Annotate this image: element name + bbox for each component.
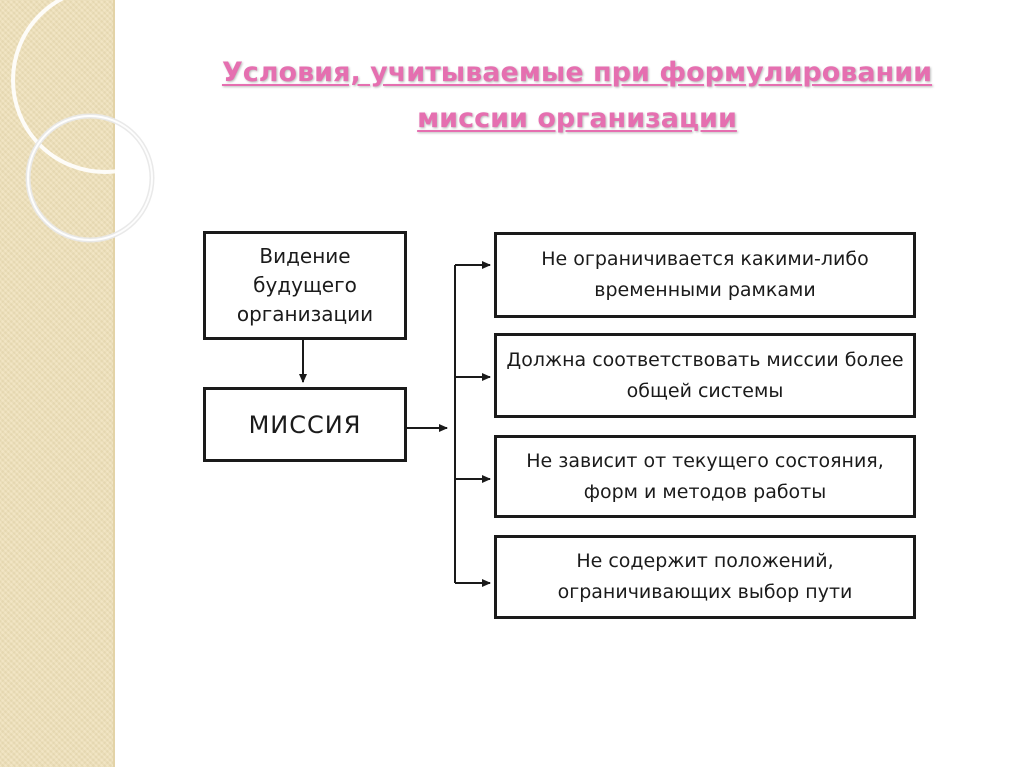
vision-box-label: Видение будущего организации <box>236 244 374 326</box>
decorative-rings <box>11 0 199 243</box>
condition-box-1-label: Не ограничивается какими-либо временными… <box>541 248 869 301</box>
mission-box: МИССИЯ <box>203 387 407 462</box>
side-strip-edge <box>113 0 115 767</box>
condition-box-3-label: Не зависит от текущего состояния, форм и… <box>526 449 884 503</box>
condition-box-4-label: Не содержит положений, ограничивающих вы… <box>557 550 853 603</box>
title-line-2: миссии организации <box>417 103 737 134</box>
mission-box-label: МИССИЯ <box>248 410 362 439</box>
vision-box: Видение будущего организации <box>203 231 407 340</box>
condition-box-1: Не ограничивается какими-либо временными… <box>494 232 916 318</box>
condition-box-3: Не зависит от текущего состояния, форм и… <box>494 435 916 518</box>
condition-box-2: Должна соответствовать миссии более обще… <box>494 333 916 418</box>
condition-box-4: Не содержит положений, ограничивающих вы… <box>494 535 916 619</box>
slide-title: Условия, учитываемые при формулировании … <box>130 50 1024 142</box>
condition-box-2-label: Должна соответствовать миссии более обще… <box>506 348 904 402</box>
title-line-1: Условия, учитываемые при формулировании <box>221 57 933 88</box>
